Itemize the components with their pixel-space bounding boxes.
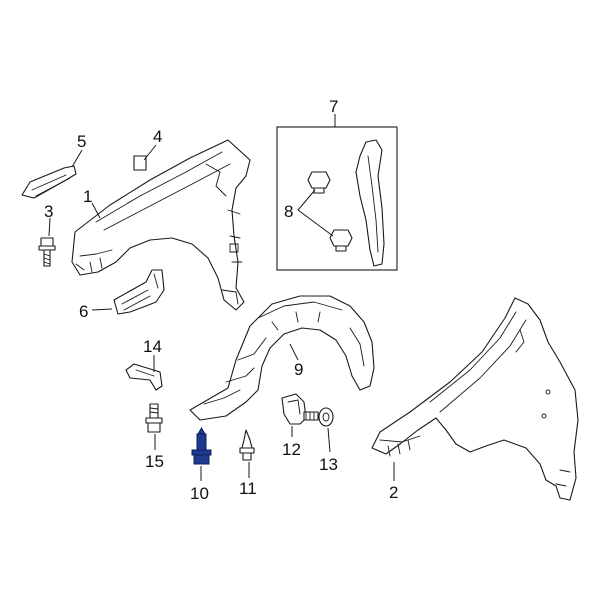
callout-10: 10 (190, 484, 209, 503)
bracket-part (113, 269, 165, 315)
callout-2: 2 (389, 483, 398, 502)
callout-11: 11 (239, 479, 257, 498)
callout-7: 7 (329, 97, 338, 116)
callout-4: 4 (153, 127, 162, 146)
callout-15: 15 (145, 452, 164, 471)
highlighted-bolt-part (191, 427, 212, 465)
screw-part (303, 407, 334, 427)
small-bracket-part (125, 363, 163, 391)
retainer-part (281, 393, 307, 425)
callout-1: 1 (83, 187, 92, 206)
fender-liner-part (189, 295, 375, 421)
callout-13: 13 (319, 455, 338, 474)
left-fender-part (71, 139, 251, 311)
clip-part (307, 171, 331, 194)
callout-12: 12 (282, 440, 301, 459)
callout-9: 9 (294, 360, 303, 379)
stud-bolt-part (145, 403, 163, 433)
push-clip-part (239, 429, 255, 461)
molding-part (21, 165, 77, 199)
detail-box (276, 126, 398, 271)
callout-8: 8 (284, 202, 293, 221)
bolt-tip (197, 427, 206, 435)
bolt-flange (191, 449, 212, 456)
leader-lines (48, 114, 395, 481)
bolt-part (38, 237, 56, 267)
right-fender-part (371, 297, 579, 501)
callout-labels: 1 2 3 4 5 6 7 8 9 10 11 12 13 14 15 (44, 97, 398, 503)
brace-part (355, 139, 385, 267)
bolt-shank (196, 433, 207, 451)
clip-part (329, 229, 353, 252)
callout-3: 3 (44, 202, 53, 221)
callout-14: 14 (143, 337, 162, 356)
callout-6: 6 (79, 302, 88, 321)
seal-part (133, 155, 147, 171)
bolt-head (193, 454, 210, 465)
callout-5: 5 (77, 132, 86, 151)
